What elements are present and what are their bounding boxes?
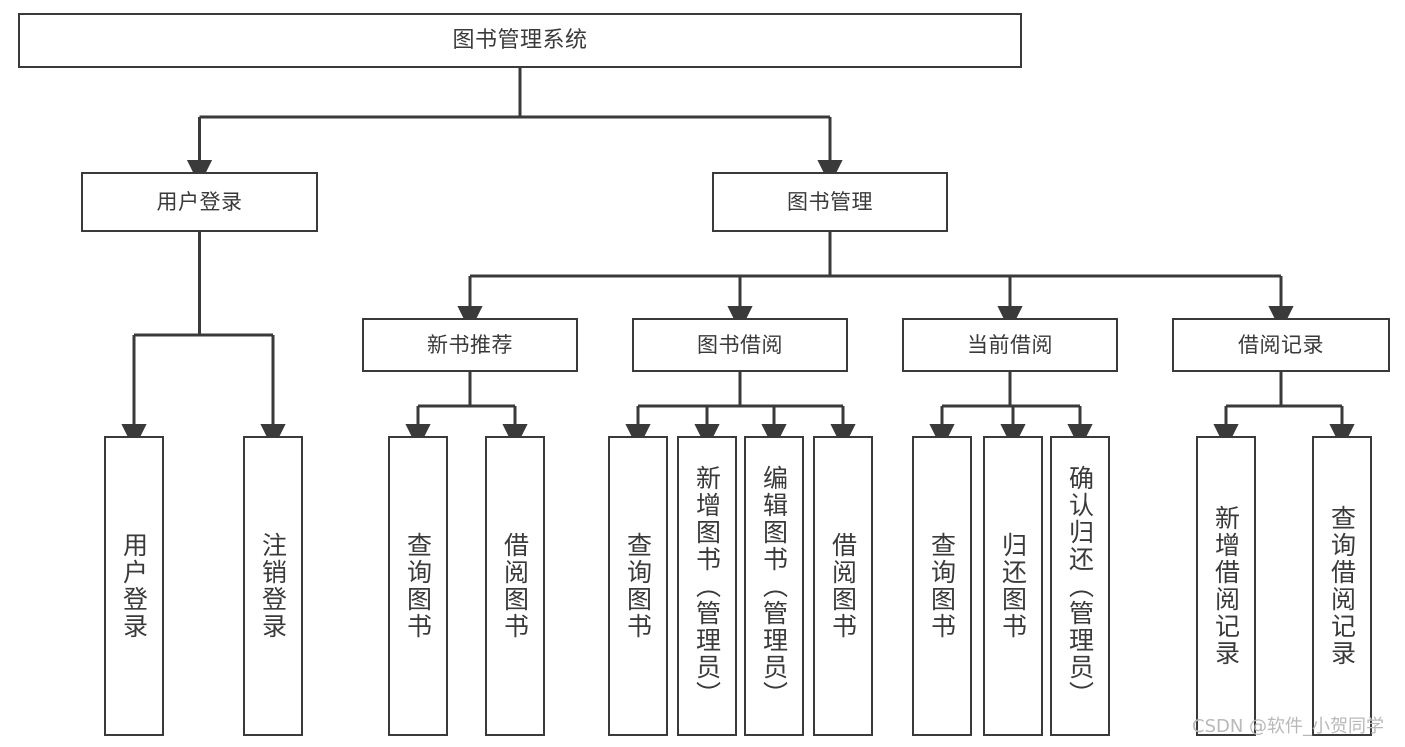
node-leaf-rec-borrow[interactable]: 借阅图书 xyxy=(485,436,545,736)
node-leaf-cur-query-label: 查询图书 xyxy=(927,532,957,640)
node-leaf-cur-confirm-label: 确认归还（管理员） xyxy=(1065,464,1095,708)
node-root[interactable]: 图书管理系统 xyxy=(18,13,1022,68)
node-current-borrow[interactable]: 当前借阅 xyxy=(902,318,1118,372)
node-new-book-rec-label: 新书推荐 xyxy=(427,332,513,357)
node-leaf-user-login[interactable]: 用户登录 xyxy=(104,436,164,736)
node-book-manage-label: 图书管理 xyxy=(787,189,873,214)
node-leaf-rec-query2[interactable]: 查询借阅记录 xyxy=(1312,436,1372,736)
node-leaf-borrow-query[interactable]: 查询图书 xyxy=(608,436,668,736)
node-current-borrow-label: 当前借阅 xyxy=(967,332,1053,357)
node-leaf-borrow-edit[interactable]: 编辑图书（管理员） xyxy=(744,436,804,736)
node-book-manage[interactable]: 图书管理 xyxy=(712,172,948,232)
node-book-borrow[interactable]: 图书借阅 xyxy=(632,318,848,372)
node-borrow-record[interactable]: 借阅记录 xyxy=(1172,318,1390,372)
node-book-borrow-label: 图书借阅 xyxy=(697,332,783,357)
node-leaf-borrow-query-label: 查询图书 xyxy=(623,532,653,640)
node-leaf-rec-borrow-label: 借阅图书 xyxy=(500,532,530,640)
node-leaf-rec-query2-label: 查询借阅记录 xyxy=(1327,505,1357,667)
node-leaf-borrow-add[interactable]: 新增图书（管理员） xyxy=(677,436,737,736)
node-borrow-record-label: 借阅记录 xyxy=(1238,332,1324,357)
node-root-label: 图书管理系统 xyxy=(452,27,588,53)
node-user-login[interactable]: 用户登录 xyxy=(81,172,318,232)
node-leaf-user-logout-label: 注销登录 xyxy=(258,532,288,640)
node-leaf-borrow-lend[interactable]: 借阅图书 xyxy=(813,436,873,736)
node-leaf-rec-add-label: 新增借阅记录 xyxy=(1211,505,1241,667)
node-leaf-user-login-label: 用户登录 xyxy=(119,532,149,640)
node-leaf-cur-return-label: 归还图书 xyxy=(998,532,1028,640)
node-leaf-cur-confirm[interactable]: 确认归还（管理员） xyxy=(1050,436,1110,736)
node-leaf-borrow-edit-label: 编辑图书（管理员） xyxy=(759,464,789,708)
node-leaf-rec-query[interactable]: 查询图书 xyxy=(388,436,448,736)
node-leaf-borrow-lend-label: 借阅图书 xyxy=(828,532,858,640)
node-leaf-cur-query[interactable]: 查询图书 xyxy=(912,436,972,736)
node-leaf-cur-return[interactable]: 归还图书 xyxy=(983,436,1043,736)
node-new-book-rec[interactable]: 新书推荐 xyxy=(362,318,578,372)
node-leaf-borrow-add-label: 新增图书（管理员） xyxy=(692,464,722,708)
watermark-text: CSDN @软件_小贺同学 xyxy=(1192,716,1385,737)
node-user-login-label: 用户登录 xyxy=(156,189,243,214)
node-leaf-rec-add[interactable]: 新增借阅记录 xyxy=(1196,436,1256,736)
node-leaf-rec-query-label: 查询图书 xyxy=(403,532,433,640)
node-leaf-user-logout[interactable]: 注销登录 xyxy=(243,436,303,736)
